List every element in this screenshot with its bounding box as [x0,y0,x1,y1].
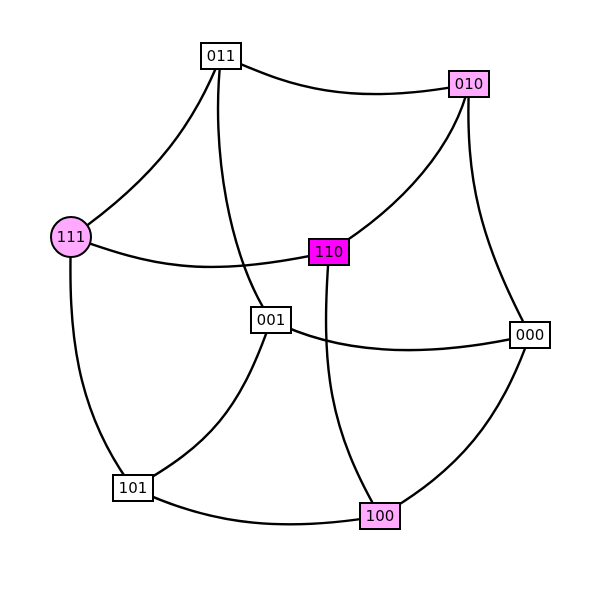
node-shape-101 [112,474,154,502]
edge-111-101 [69,236,134,489]
node-shape-111 [50,216,92,258]
edge-011-010 [220,54,470,96]
node-label-001: 001 [257,311,286,329]
node-shape-100 [359,502,401,530]
edge-001-101 [132,319,273,490]
edge-101-100 [132,486,381,526]
node-shape-000 [509,321,551,349]
node-110[interactable]: 110 [308,238,350,266]
node-shape-010 [448,70,490,98]
node-101[interactable]: 101 [112,474,154,502]
edges-layer [69,54,532,526]
node-label-110: 110 [315,243,344,261]
node-010[interactable]: 010 [448,70,490,98]
edge-010-110 [328,83,471,254]
node-000[interactable]: 000 [509,321,551,349]
node-label-100: 100 [366,507,395,525]
edge-001-000 [270,318,531,352]
node-label-101: 101 [119,479,148,497]
node-shape-011 [200,42,242,70]
node-100[interactable]: 100 [359,502,401,530]
nodes-layer: 011 010 111 110 001 000 101 100 [50,42,551,530]
edge-111-110 [70,235,330,269]
node-label-010: 010 [455,75,484,93]
node-001[interactable]: 001 [250,306,292,334]
node-111[interactable]: 111 [50,216,92,258]
node-shape-001 [250,306,292,334]
edge-110-100 [324,251,382,517]
edge-010-000 [467,83,532,336]
edge-011-001 [216,55,272,321]
node-011[interactable]: 011 [200,42,242,70]
node-shape-110 [308,238,350,266]
edge-011-111 [70,55,223,238]
node-label-111: 111 [57,228,86,246]
edge-000-100 [379,334,532,518]
node-label-011: 011 [207,47,236,65]
node-label-000: 000 [516,326,545,344]
